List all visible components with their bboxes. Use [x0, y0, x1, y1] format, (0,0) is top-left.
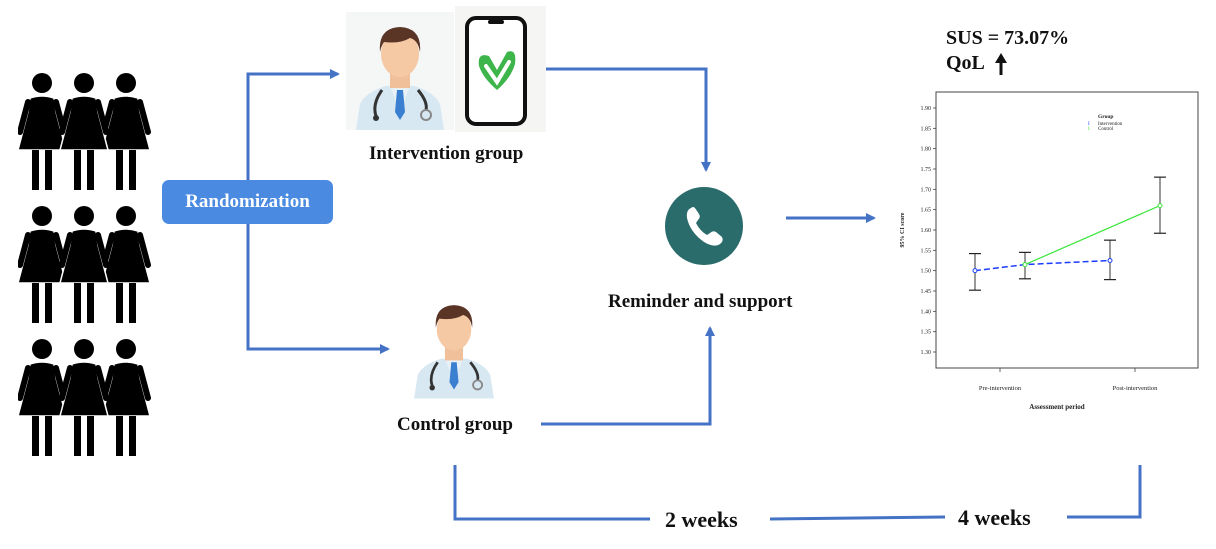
control-group-label: Control group: [397, 414, 513, 435]
woman-figure-icon: [17, 339, 67, 456]
timeline-middle: [769, 515, 946, 521]
woman-figure-icon: [101, 206, 151, 323]
doctor-icon: [414, 305, 494, 399]
woman-figure-icon: [59, 206, 109, 323]
y-tick-label: 1.60: [921, 228, 932, 234]
qol-chart: 1.30 1.35 1.40 1.45 1.50 1.55 1.60 1.65 1.70 1.75…: [880, 88, 1216, 428]
y-axis-label: 95% CI score: [900, 212, 906, 247]
woman-figure-icon: [101, 73, 151, 190]
participants-icons: [17, 73, 151, 456]
legend-entry: Intervention: [1098, 122, 1123, 127]
x-tick-label: Post-intervention: [1113, 385, 1159, 392]
y-tick-label: 1.85: [921, 126, 932, 132]
data-point-intervention: [972, 268, 978, 274]
legend-entry: Control: [1098, 127, 1114, 132]
woman-figure-icon: [101, 339, 151, 456]
legend-marker: I: [1088, 122, 1090, 127]
smartphone-app-icon: [465, 16, 527, 126]
timeline-4-weeks: 4 weeks: [956, 505, 1033, 531]
randomization-box: Randomization: [162, 180, 333, 224]
y-tick-label: 1.75: [921, 167, 932, 173]
reminder-support-label: Reminder and support: [608, 291, 793, 312]
series-line-control: [1024, 205, 1161, 266]
x-tick-label: Pre-intervention: [979, 385, 1022, 392]
sus-score-label: SUS = 73.07%: [946, 27, 1070, 49]
y-tick-label: 1.35: [921, 330, 932, 336]
arrow-to-control: [246, 224, 390, 354]
woman-figure-icon: [17, 73, 67, 190]
legend-title: Group: [1098, 114, 1114, 120]
data-point-control: [1157, 203, 1163, 209]
intervention-group-label: Intervention group: [369, 143, 524, 164]
y-tick-label: 1.50: [921, 269, 932, 275]
data-point-control: [1022, 262, 1028, 268]
y-tick-label: 1.80: [921, 147, 932, 153]
timeline-left: [453, 465, 650, 521]
arrow-intervention-to-reminder: [546, 67, 711, 172]
y-tick-label: 1.55: [921, 248, 932, 254]
legend-marker: I: [1088, 127, 1090, 132]
chart-background: [880, 88, 1216, 428]
participants-group: [17, 72, 158, 462]
y-tick-label: 1.45: [921, 289, 932, 295]
y-tick-label: 1.65: [921, 208, 932, 214]
participant-row: [17, 73, 151, 190]
intervention-doctor-image: [346, 12, 454, 130]
timeline-2-weeks: 2 weeks: [663, 507, 740, 533]
y-tick-label: 1.70: [921, 187, 932, 193]
participant-row: [17, 206, 151, 323]
doctor-icon: [356, 27, 444, 130]
control-doctor-image: [405, 290, 503, 400]
woman-figure-icon: [59, 339, 109, 456]
participant-row: [17, 339, 151, 456]
y-tick-label: 1.90: [921, 106, 932, 112]
arrow-control-to-reminder: [541, 326, 715, 426]
y-tick-label: 1.40: [921, 309, 932, 315]
woman-figure-icon: [59, 73, 109, 190]
arrow-to-intervention: [246, 69, 340, 180]
timeline-right: [1067, 465, 1142, 519]
y-tick-label: 1.30: [921, 350, 932, 356]
phone-call-icon: [664, 186, 744, 266]
data-point-intervention: [1107, 258, 1113, 263]
arrow-up-icon: [994, 53, 1008, 75]
intervention-phone-image: [455, 6, 546, 132]
x-axis-label: Assessment period: [1029, 403, 1085, 411]
qol-label: QoL: [946, 52, 985, 74]
woman-figure-icon: [17, 206, 67, 323]
